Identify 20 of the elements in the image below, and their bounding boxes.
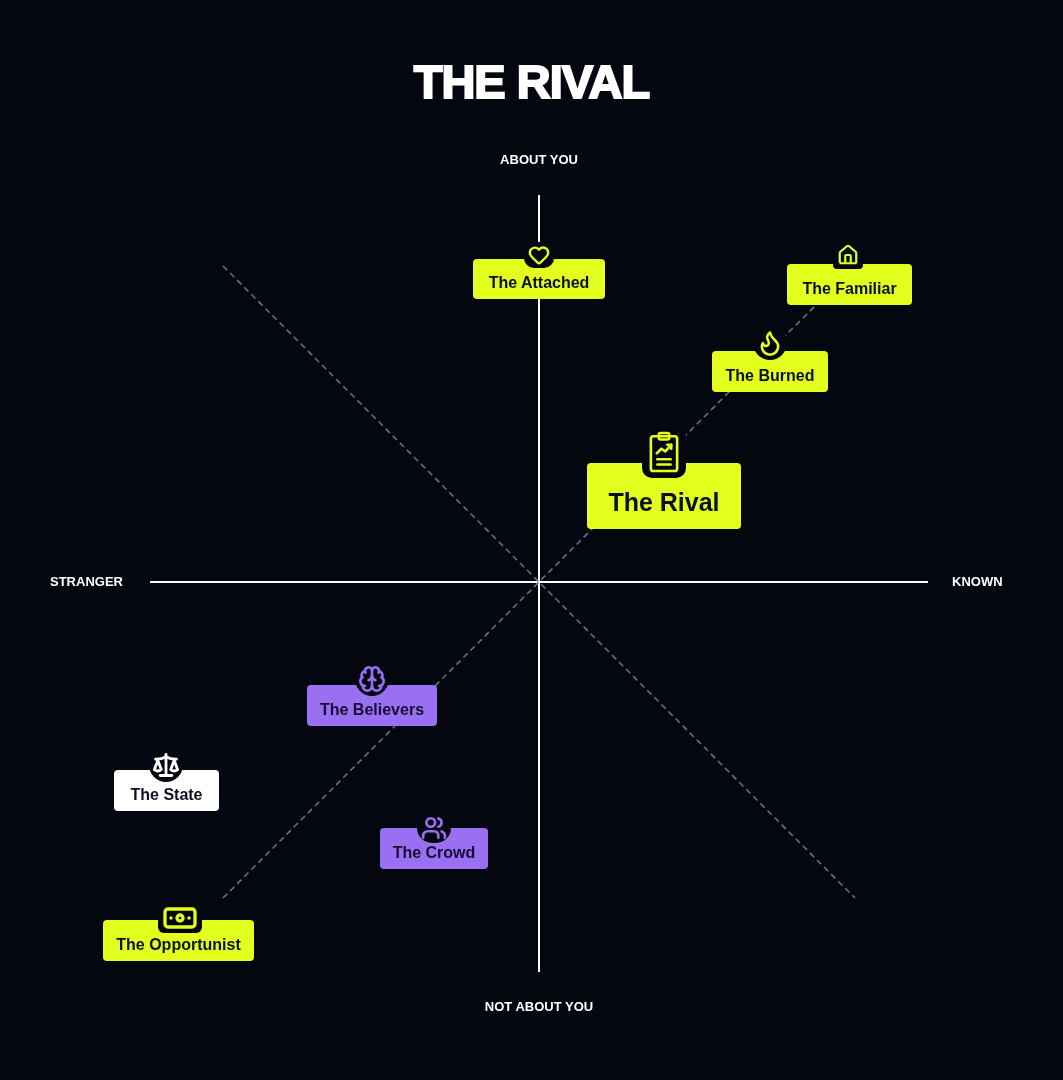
persona-name: The Crowd <box>392 843 476 862</box>
persona-card <box>473 259 605 299</box>
persona-card <box>712 351 828 392</box>
persona-name: The Burned <box>725 366 815 385</box>
persona-card <box>103 920 254 961</box>
axis-label: NOT ABOUT YOU <box>484 999 594 1015</box>
axis-label: STRANGER <box>50 574 123 590</box>
persona-card <box>307 685 437 726</box>
persona-card <box>787 264 912 305</box>
axis-label: KNOWN <box>952 574 1003 590</box>
persona-card <box>587 463 741 529</box>
persona-name: The Believers <box>319 700 425 719</box>
persona-name: The Familiar <box>802 279 897 298</box>
persona-card <box>114 770 219 811</box>
chart-title: THE RIVAL <box>413 57 650 107</box>
persona-name: The Rival <box>608 487 720 517</box>
persona-name: The Opportunist <box>116 935 241 954</box>
axis-label: ABOUT YOU <box>500 152 578 168</box>
persona-name: The Attached <box>488 273 590 292</box>
persona-name: The State <box>130 785 203 804</box>
